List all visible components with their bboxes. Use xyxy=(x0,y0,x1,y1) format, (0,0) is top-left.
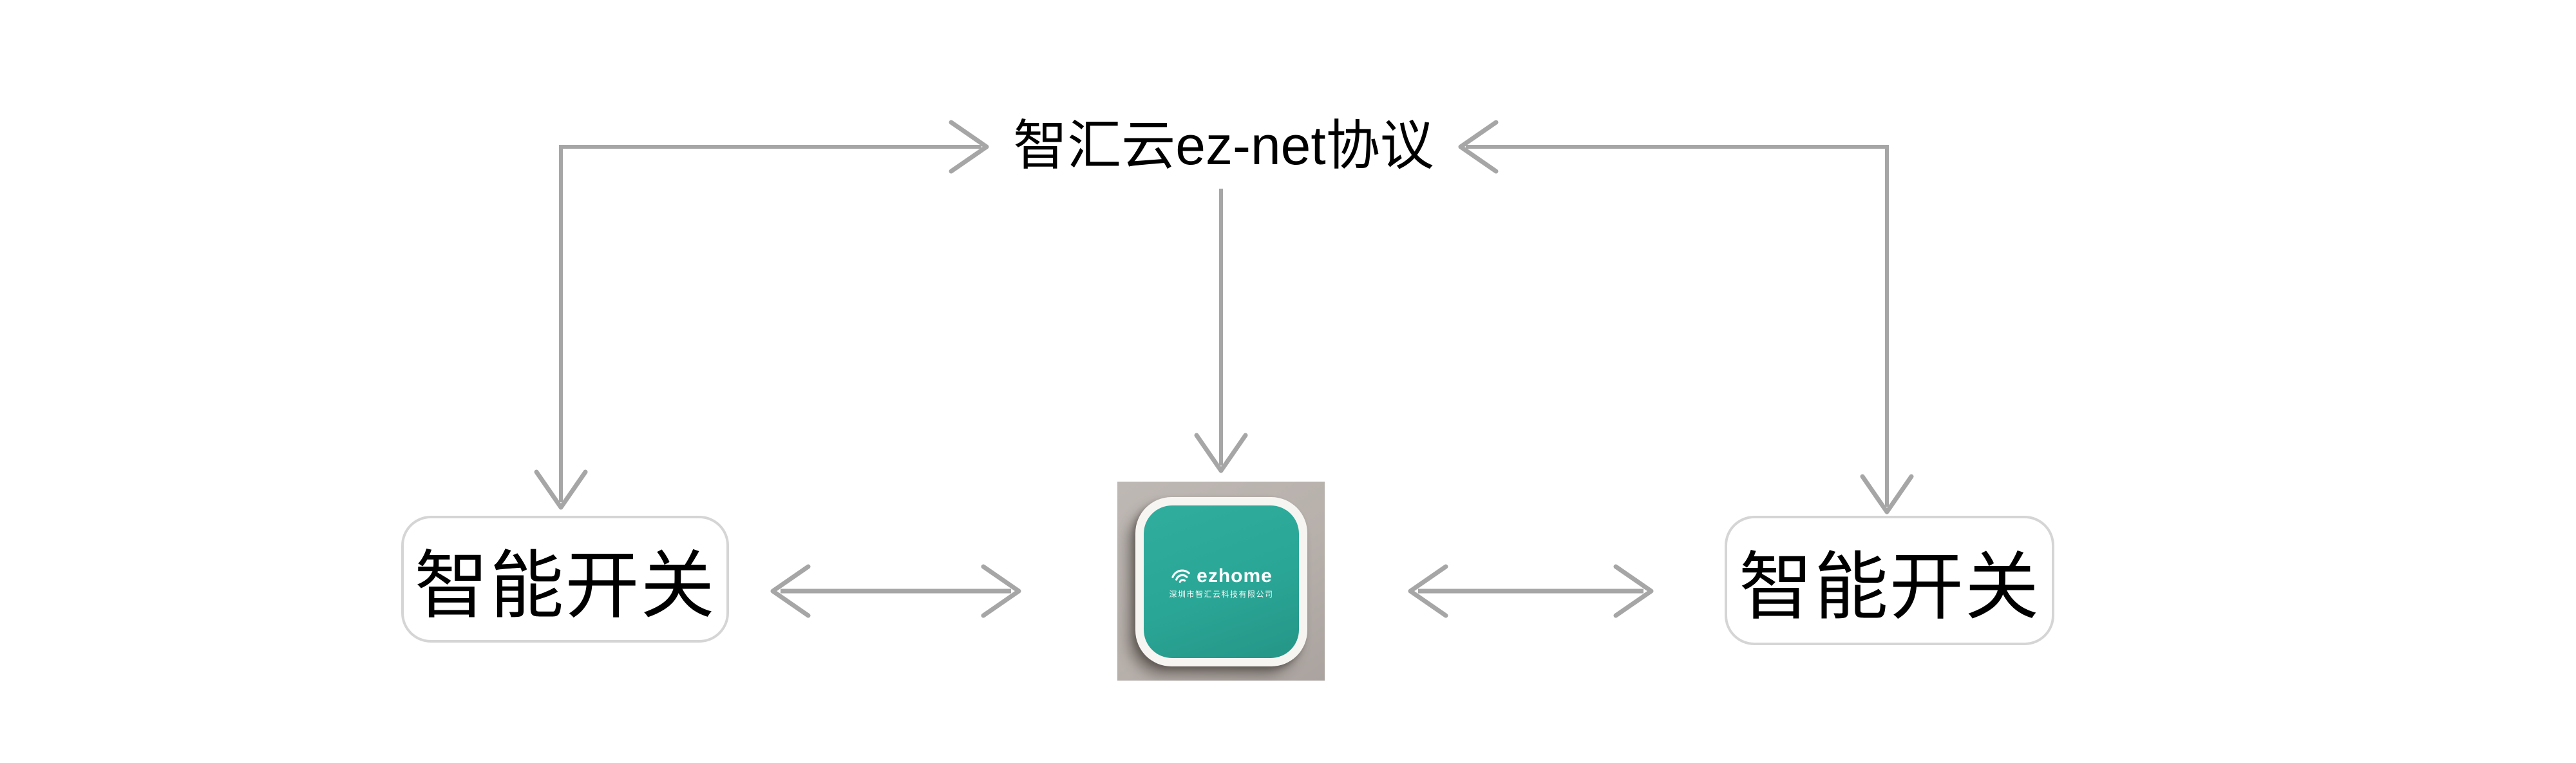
right-switch-label: 智能开关 xyxy=(1738,545,2040,628)
arrowhead-right-icon xyxy=(1613,564,1654,618)
left-l-connector-arrow xyxy=(534,120,989,510)
gateway-device-face: ezhome 深圳市智汇云科技有限公司 xyxy=(1144,505,1299,658)
wifi-arcs-icon xyxy=(1171,569,1190,583)
protocol-label: 智汇云ez-net协议 xyxy=(1013,115,1434,176)
left-switch-label: 智能开关 xyxy=(414,544,716,627)
left-switch-box: 智能开关 xyxy=(401,516,729,643)
right-double-arrow xyxy=(1408,564,1654,618)
gateway-logo-block: ezhome 深圳市智汇云科技有限公司 xyxy=(1144,565,1299,599)
arrowhead-down-icon xyxy=(1860,474,1914,514)
right-l-connector-arrow xyxy=(1458,120,1914,514)
gateway-device: ezhome 深圳市智汇云科技有限公司 xyxy=(1135,497,1307,666)
arrowhead-down-icon xyxy=(534,469,588,510)
left-double-arrow xyxy=(770,564,1021,618)
arrowhead-right-icon xyxy=(981,564,1021,618)
arrowhead-left-icon xyxy=(770,564,811,618)
right-switch-box: 智能开关 xyxy=(1725,516,2054,645)
arrowhead-left-icon xyxy=(1408,564,1448,618)
arrowhead-down-icon xyxy=(1194,433,1248,473)
gateway-photo: ezhome 深圳市智汇云科技有限公司 xyxy=(1117,482,1325,681)
arrowhead-left-icon xyxy=(1458,120,1499,174)
center-down-arrow xyxy=(1194,189,1248,473)
gateway-brand-label: ezhome xyxy=(1197,565,1273,587)
gateway-company-label: 深圳市智汇云科技有限公司 xyxy=(1169,589,1274,599)
arrowhead-right-icon xyxy=(949,120,989,174)
